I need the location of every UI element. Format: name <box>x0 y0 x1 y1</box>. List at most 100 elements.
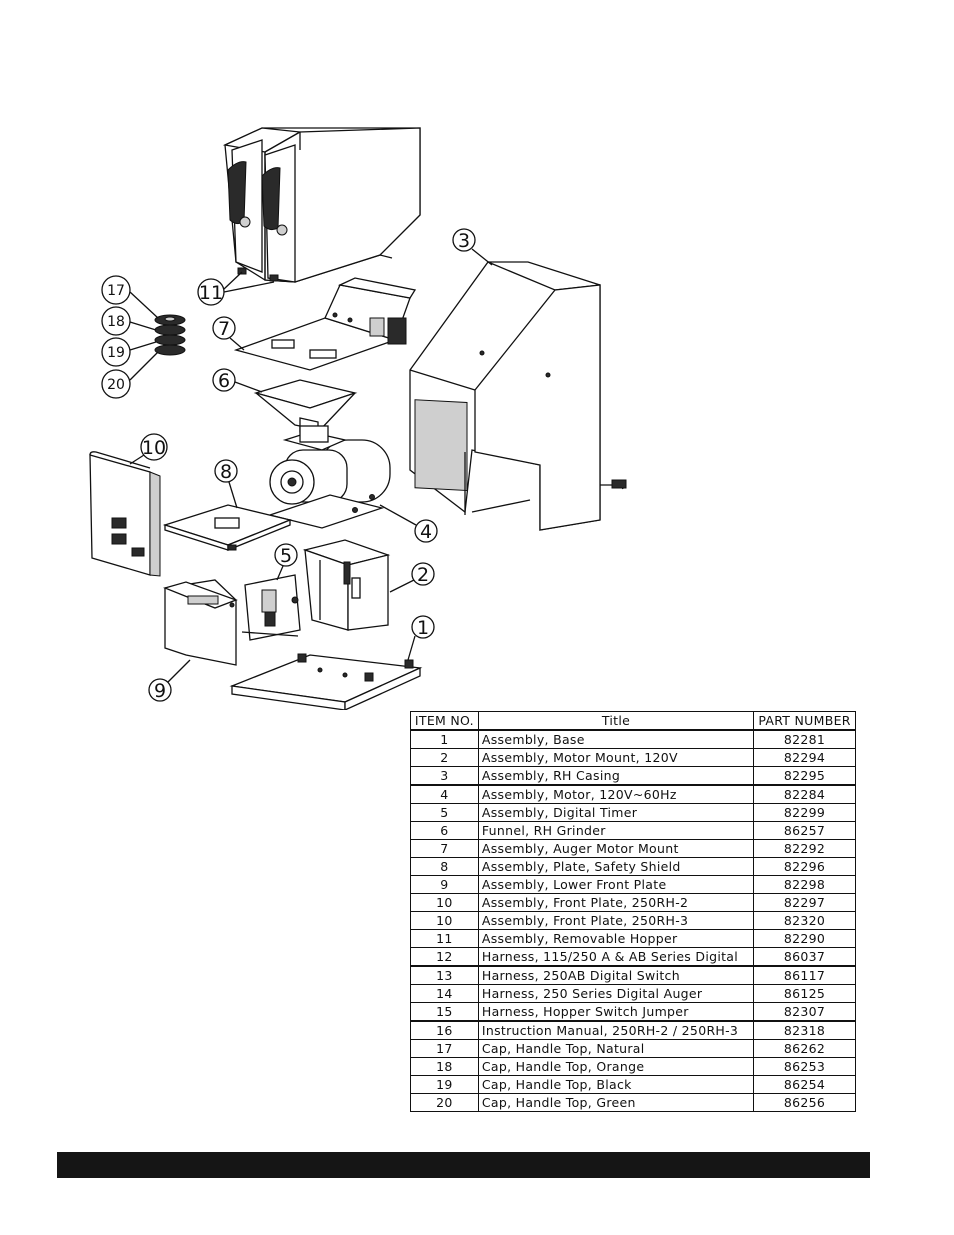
title-cell: Assembly, Base <box>477 729 755 749</box>
part-number-cell: 82284 <box>753 784 856 804</box>
item-number-cell: 10 <box>410 911 479 930</box>
title-cell: Instruction Manual, 250RH-2 / 250RH-3 <box>477 1020 755 1040</box>
item-number-cell: 8 <box>410 857 479 876</box>
title-cell: Assembly, RH Casing <box>477 766 755 786</box>
part-number-cell: 86253 <box>753 1057 856 1076</box>
callout-17: 17 <box>101 275 159 319</box>
part-number-cell: 86257 <box>753 821 856 840</box>
svg-text:20: 20 <box>107 377 125 393</box>
callout-6: 6 <box>212 368 263 393</box>
part-number-cell: 82307 <box>753 1002 856 1022</box>
part-number-cell: 86037 <box>753 947 856 967</box>
callout-18: 18 <box>101 306 157 336</box>
part-number-cell: 82292 <box>753 839 856 858</box>
item-number-cell: 14 <box>410 984 479 1003</box>
item-number-cell: 16 <box>410 1020 479 1040</box>
part-number-cell: 86256 <box>753 1093 856 1112</box>
title-cell: Assembly, Plate, Safety Shield <box>477 857 755 876</box>
item-number-cell: 18 <box>410 1057 479 1076</box>
title-cell: Assembly, Auger Motor Mount <box>477 839 755 858</box>
title-cell: Harness, 115/250 A & AB Series Digital <box>477 947 755 967</box>
item-number-cell: 12 <box>410 947 479 967</box>
svg-text:8: 8 <box>220 461 232 483</box>
part-number-cell: 86125 <box>753 984 856 1003</box>
title-cell: Cap, Handle Top, Green <box>477 1093 755 1112</box>
part-number-cell: 82318 <box>753 1020 856 1040</box>
title-cell: Cap, Handle Top, Black <box>477 1075 755 1094</box>
svg-text:19: 19 <box>107 345 125 361</box>
part-front-plate <box>89 451 161 577</box>
callout-2: 2 <box>389 562 435 593</box>
item-number-cell: 15 <box>410 1002 479 1022</box>
part-safety-shield-plate <box>162 504 293 551</box>
part-auger-motor-mount <box>233 277 417 371</box>
item-number-cell: 20 <box>410 1093 479 1112</box>
part-number-cell: 82295 <box>753 766 856 786</box>
header-item-no: ITEM NO. <box>410 711 479 731</box>
title-cell: Harness, Hopper Switch Jumper <box>477 1002 755 1022</box>
title-cell: Harness, 250 Series Digital Auger <box>477 984 755 1003</box>
part-motor <box>267 425 391 529</box>
title-cell: Assembly, Motor, 120V~60Hz <box>477 784 755 804</box>
title-cell: Assembly, Front Plate, 250RH-3 <box>477 911 755 930</box>
title-cell: Assembly, Motor Mount, 120V <box>477 748 755 767</box>
callout-8: 8 <box>214 459 238 509</box>
svg-text:4: 4 <box>420 521 432 543</box>
svg-text:2: 2 <box>417 564 429 586</box>
item-number-cell: 1 <box>410 729 479 749</box>
item-number-cell: 5 <box>410 803 479 822</box>
part-number-cell: 86254 <box>753 1075 856 1094</box>
part-number-cell: 86262 <box>753 1039 856 1058</box>
item-number-cell: 13 <box>410 965 479 985</box>
svg-text:18: 18 <box>107 314 125 330</box>
svg-text:3: 3 <box>458 230 470 252</box>
part-number-cell: 82297 <box>753 893 856 912</box>
svg-text:17: 17 <box>107 283 125 299</box>
title-cell: Cap, Handle Top, Orange <box>477 1057 755 1076</box>
svg-text:10: 10 <box>142 437 166 459</box>
title-cell: Assembly, Removable Hopper <box>477 929 755 948</box>
part-number-cell: 86117 <box>753 965 856 985</box>
item-number-cell: 4 <box>410 784 479 804</box>
callout-10: 10 <box>129 433 168 465</box>
part-motor-mount <box>302 539 391 631</box>
part-number-cell: 82320 <box>753 911 856 930</box>
title-cell: Cap, Handle Top, Natural <box>477 1039 755 1058</box>
part-number-cell: 82296 <box>753 857 856 876</box>
part-removable-hopper <box>222 127 421 283</box>
callout-5: 5 <box>274 543 298 581</box>
item-number-cell: 11 <box>410 929 479 948</box>
part-number-cell: 82298 <box>753 875 856 894</box>
callout-20: 20 <box>101 351 159 399</box>
svg-text:7: 7 <box>218 318 230 340</box>
title-cell: Funnel, RH Grinder <box>477 821 755 840</box>
part-digital-timer <box>241 574 301 641</box>
exploded-parts-diagram: 1 2 3 4 5 6 7 8 9 10 <box>89 127 627 710</box>
callout-19: 19 <box>101 337 157 367</box>
table-header-row: ITEM NO. Title PART NUMBER <box>410 711 856 731</box>
header-part-number: PART NUMBER <box>753 711 856 731</box>
part-rh-casing <box>409 261 627 531</box>
callout-4: 4 <box>379 504 438 543</box>
title-cell: Assembly, Front Plate, 250RH-2 <box>477 893 755 912</box>
item-number-cell: 9 <box>410 875 479 894</box>
part-number-cell: 82281 <box>753 729 856 749</box>
